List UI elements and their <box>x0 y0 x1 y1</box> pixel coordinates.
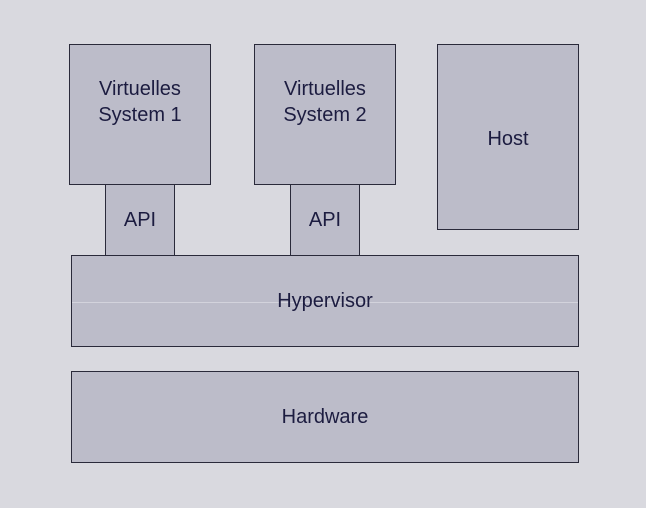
api-1-label: API <box>123 209 157 231</box>
virtual-system-2-label: Virtuelles System 2 <box>283 77 367 126</box>
api-2-label: API <box>308 209 342 231</box>
virtual-system-1-box: Virtuelles System 1 <box>69 44 211 185</box>
hypervisor-label: Hypervisor <box>277 290 373 312</box>
hypervisor-divider <box>72 302 578 303</box>
host-label: Host <box>487 128 529 150</box>
api-2-box: API <box>290 184 360 256</box>
virtual-system-2-box: Virtuelles System 2 <box>254 44 396 185</box>
hardware-box: Hardware <box>71 371 579 463</box>
hardware-label: Hardware <box>281 406 369 428</box>
hypervisor-box: Hypervisor <box>71 255 579 347</box>
virtual-system-1-label: Virtuelles System 1 <box>98 77 182 126</box>
host-box: Host <box>437 44 579 230</box>
api-1-box: API <box>105 184 175 256</box>
